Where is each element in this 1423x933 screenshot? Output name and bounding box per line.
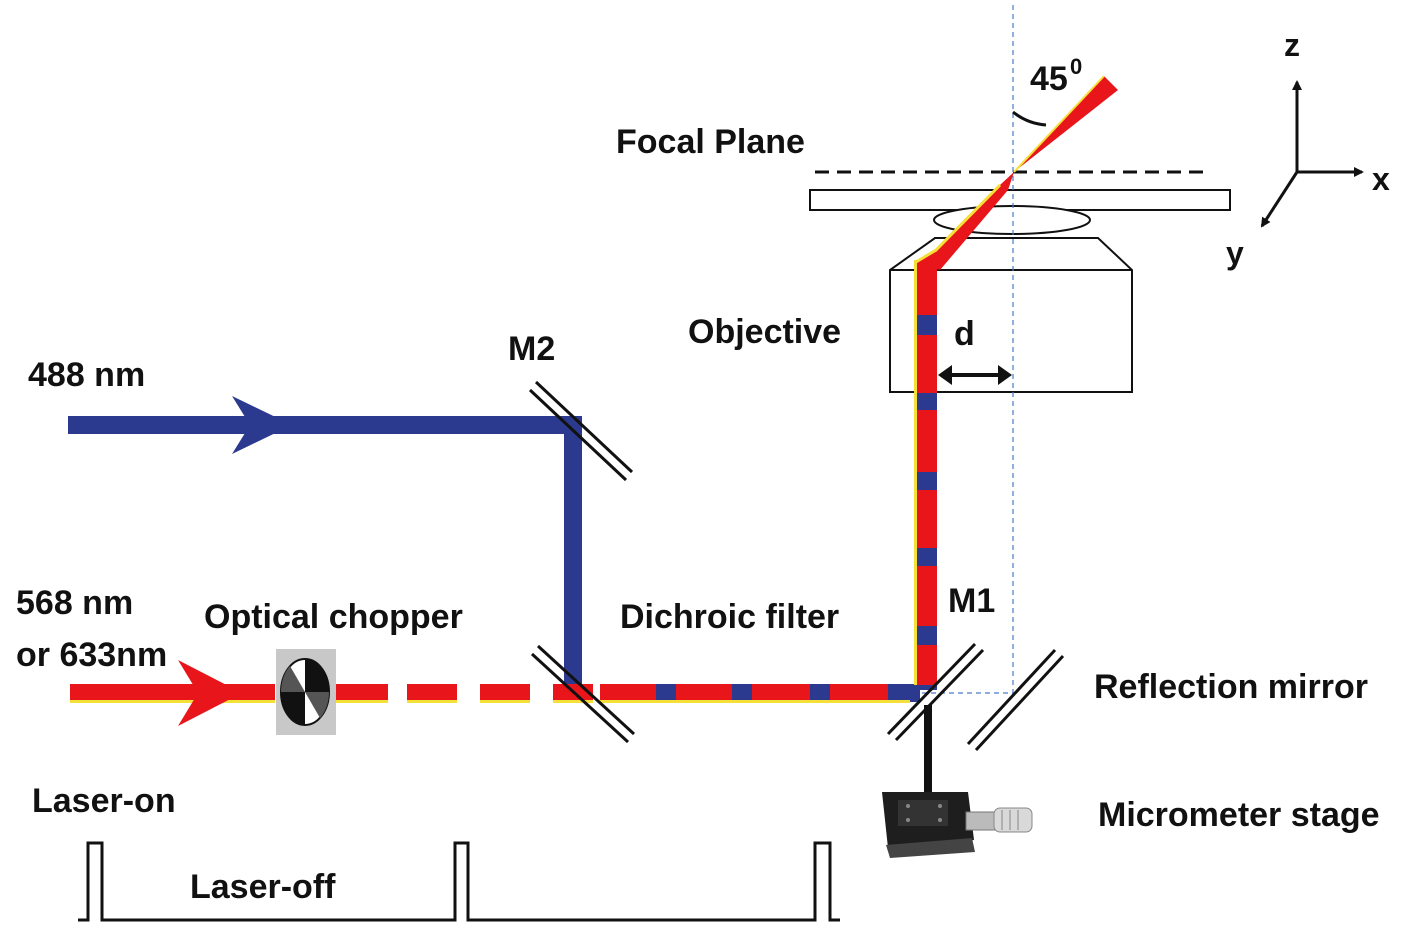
mirror-m2 xyxy=(528,380,634,482)
label-objective: Objective xyxy=(688,313,841,351)
label-reflection-mirror: Reflection mirror xyxy=(1094,668,1368,706)
beam-488nm xyxy=(68,396,582,692)
label-m2: M2 xyxy=(508,330,555,368)
displacement-d-arrow xyxy=(938,365,1012,385)
label-micrometer-stage: Micrometer stage xyxy=(1098,796,1380,834)
angle-arc xyxy=(1012,110,1047,127)
label-laser-on: Laser-on xyxy=(32,782,176,820)
mirror-m1 xyxy=(886,642,985,742)
label-568nm-line2: or 633nm xyxy=(16,636,167,674)
beam-combined-vertical xyxy=(914,260,937,690)
beam-combined-horizontal xyxy=(600,684,920,703)
reflection-mirror xyxy=(966,648,1065,752)
label-angle-45: 45 xyxy=(1030,60,1068,98)
beam-488-arrow xyxy=(232,396,292,454)
label-focal-plane: Focal Plane xyxy=(616,123,805,161)
label-axis-z: z xyxy=(1284,27,1300,63)
coordinate-axes xyxy=(1260,80,1364,228)
label-488nm: 488 nm xyxy=(28,356,145,394)
optical-chopper-icon xyxy=(276,649,336,735)
laser-pulse-train xyxy=(78,841,840,922)
beam-568-chopped-dashes xyxy=(330,684,593,703)
label-axis-x: x xyxy=(1372,161,1390,197)
label-d: d xyxy=(954,315,975,353)
dichroic-filter-mirror xyxy=(530,644,636,744)
beam-568-arrow xyxy=(178,660,242,726)
label-angle-degree: 0 xyxy=(1070,54,1082,79)
label-laser-off: Laser-off xyxy=(190,868,336,906)
label-axis-y: y xyxy=(1226,235,1244,271)
micrometer-stage-icon xyxy=(882,792,1033,858)
beam-568nm xyxy=(70,660,920,726)
label-m1: M1 xyxy=(948,582,995,620)
label-568nm-line1: 568 nm xyxy=(16,584,133,622)
beam-focused-45deg xyxy=(915,75,1118,270)
label-optical-chopper: Optical chopper xyxy=(204,598,463,636)
label-dichroic-filter: Dichroic filter xyxy=(620,598,839,636)
